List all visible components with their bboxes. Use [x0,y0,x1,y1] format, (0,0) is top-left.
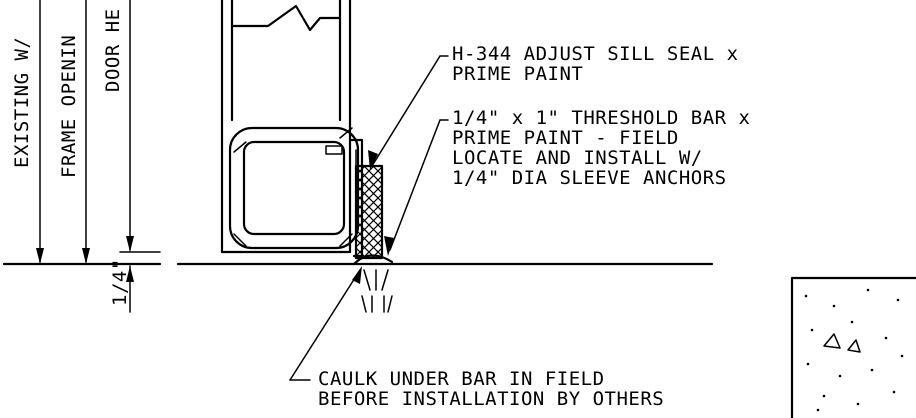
frame-opening-label: FRAME OPENIN [58,35,80,178]
dimension-lines [36,0,161,313]
note-line: BEFORE INSTALLATION BY OTHERS [318,388,664,410]
note-line: CAULK UNDER BAR IN FIELD [318,368,605,390]
note-line: PRIME PAINT [452,63,583,85]
threshold-bar-note: 1/4" x 1" THRESHOLD BAR x PRIME PAINT - … [452,107,750,189]
sill-seal-note: H-344 ADJUST SILL SEAL x PRIME PAINT [452,43,739,85]
door-leaf [220,0,352,254]
existing-wall-label: EXISTING W/ [11,37,33,168]
bottom-rail-tube [228,126,360,250]
caulk-note: CAULK UNDER BAR IN FIELD BEFORE INSTALLA… [318,368,664,410]
concrete-section [790,276,916,418]
sleeve-anchors [361,269,393,313]
note-line: 1/4" DIA SLEEVE ANCHORS [452,167,727,189]
note-line: 1/4" x 1" THRESHOLD BAR x [452,107,750,129]
note-line: H-344 ADJUST SILL SEAL x [452,43,739,65]
note-line: PRIME PAINT - FIELD [452,127,679,149]
door-height-label: DOOR HE [102,8,124,92]
leader-lines [289,55,449,381]
gap-dimension-label: 1/4" [109,258,131,306]
note-line: LOCATE AND INSTALL W/ [452,147,703,169]
threshold-bar [352,164,394,266]
